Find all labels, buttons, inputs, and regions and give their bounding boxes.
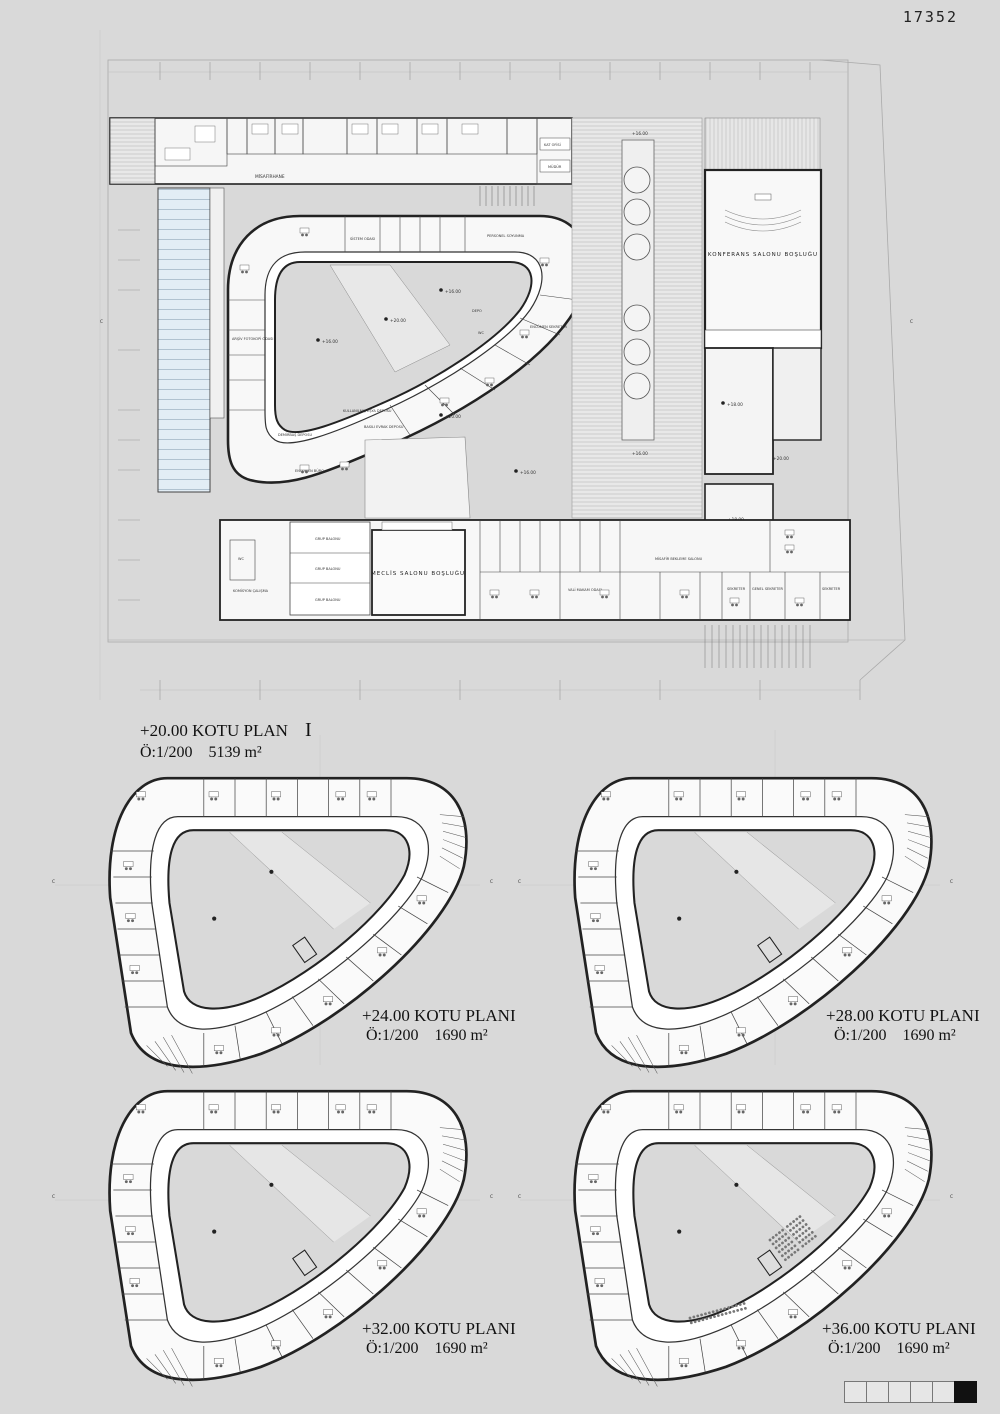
room-kat-ofisi: KAT OFİSİ bbox=[544, 142, 561, 147]
svg-text:C: C bbox=[52, 879, 55, 885]
room-sekreter: SEKRETER bbox=[727, 587, 746, 591]
level-mark-16: +16.00 bbox=[322, 339, 338, 345]
room-demirbas: DEMİRBAŞ DEPOSU bbox=[278, 432, 313, 437]
plan-28-title: +28.00 KOTU PLANI bbox=[826, 1006, 980, 1025]
room-grup-2: GRUP BALONU bbox=[315, 567, 341, 571]
level-mark-18: +18.00 bbox=[727, 402, 743, 408]
plan-title-20: +20.00 KOTU PLAN I Ö:1/200 5139 m² bbox=[140, 718, 312, 763]
room-grup-3: GRUP BALONU bbox=[315, 598, 341, 602]
plan-20-scale: Ö:1/200 bbox=[140, 744, 193, 761]
room-wc: WC bbox=[478, 331, 484, 335]
plan-28-area: 1690 m² bbox=[902, 1027, 956, 1045]
legend-cell bbox=[888, 1381, 911, 1403]
plan-24-scale: Ö:1/200 bbox=[366, 1027, 419, 1045]
room-kullanilmis: KULLANILMIŞ EŞYA DEPOSU bbox=[343, 409, 392, 413]
room-mudur: MÜDÜR bbox=[548, 164, 562, 169]
level-mark-20b: +20.00 bbox=[445, 414, 461, 420]
plan-36-scale: Ö:1/200 bbox=[828, 1340, 881, 1358]
plan-20-area: 5139 m² bbox=[208, 744, 262, 761]
room-personel: PERSONEL SOYUNMA bbox=[487, 234, 525, 238]
room-genel-sekreter: GENEL SEKRETER bbox=[752, 587, 784, 591]
svg-text:C: C bbox=[490, 879, 493, 885]
svg-text:C: C bbox=[518, 1194, 521, 1200]
svg-text:C: C bbox=[52, 1194, 55, 1200]
level-mark-16b: +16.00 bbox=[445, 289, 461, 295]
plan-36-area: 1690 m² bbox=[896, 1340, 950, 1358]
assembly-hall-label: MECLİS SALONU BOŞLUĞU bbox=[371, 570, 465, 577]
plan-20-marker: I bbox=[304, 719, 312, 741]
plan-24-title: +24.00 KOTU PLANI bbox=[362, 1006, 516, 1025]
plan-title-28: +28.00 KOTU PLANI Ö:1/200 1690 m² bbox=[826, 1005, 980, 1046]
legend-cell bbox=[932, 1381, 955, 1403]
room-misafir-bekleme: MİSAFİR BEKLEME SALONU bbox=[655, 556, 703, 561]
wing-label-misafirhane: MİSAFİRHANE bbox=[255, 173, 285, 180]
plan-24-area: 1690 m² bbox=[434, 1027, 488, 1045]
legend-cell bbox=[866, 1381, 889, 1403]
room-encumen-buro: ENCÜMEN BÜRO bbox=[295, 468, 324, 473]
level-mark-16c: +16.00 bbox=[520, 470, 536, 476]
room-komisyon: KOMİSYON ÇALIŞMA bbox=[233, 588, 269, 593]
plan-36-title: +36.00 KOTU PLANI bbox=[822, 1319, 976, 1338]
svg-text:C: C bbox=[490, 1194, 493, 1200]
level-mark-16d: +16.00 bbox=[632, 131, 648, 137]
svg-text:C: C bbox=[950, 879, 953, 885]
svg-text:C: C bbox=[100, 319, 103, 325]
main-floor-plan: C C KAT OFİSİ MÜDÜR MİSAFİRHANE bbox=[99, 30, 913, 700]
room-vali-makam: VALİ MAKAM ODASI bbox=[568, 587, 602, 592]
sheet-legend bbox=[844, 1381, 977, 1403]
level-mark-20: +20.00 bbox=[390, 318, 406, 324]
svg-text:C: C bbox=[518, 879, 521, 885]
svg-text:C: C bbox=[950, 1194, 953, 1200]
plan-32-area: 1690 m² bbox=[434, 1340, 488, 1358]
room-depo: DEPO bbox=[472, 309, 482, 313]
level-mark-16e: +16.00 bbox=[632, 451, 648, 457]
room-wc-b: WC bbox=[238, 557, 244, 561]
legend-cell bbox=[844, 1381, 867, 1403]
room-basili: BASILI EVRAK DEPOSU bbox=[364, 425, 404, 429]
plan-32-scale: Ö:1/200 bbox=[366, 1340, 419, 1358]
plan-28-scale: Ö:1/200 bbox=[834, 1027, 887, 1045]
room-grup-1: GRUP BALONU bbox=[315, 537, 341, 541]
legend-cell bbox=[910, 1381, 933, 1403]
room-encumen: ENCÜMEN SEKRETER bbox=[530, 324, 568, 329]
plan-32-title: +32.00 KOTU PLANI bbox=[362, 1319, 516, 1338]
legend-cell bbox=[954, 1381, 977, 1403]
level-mark-20c: +20.00 bbox=[773, 456, 789, 462]
plan-title-24: +24.00 KOTU PLANI Ö:1/200 1690 m² bbox=[362, 1005, 516, 1046]
sheet-number: 17352 bbox=[902, 8, 958, 26]
room-sekreter-b: SEKRETER bbox=[822, 587, 841, 591]
room-sistem: SİSTEM ODASI bbox=[350, 236, 375, 241]
room-arsiv: ARŞİV FOTOKOPİ ODASI bbox=[232, 336, 273, 341]
plan-title-36: +36.00 KOTU PLANI Ö:1/200 1690 m² bbox=[822, 1318, 976, 1359]
conference-hall-label: KONFERANS SALONU BOŞLUĞU bbox=[708, 251, 818, 258]
plan-20-title: +20.00 KOTU PLAN bbox=[140, 721, 288, 740]
plan-title-32: +32.00 KOTU PLANI Ö:1/200 1690 m² bbox=[362, 1318, 516, 1359]
svg-text:C: C bbox=[910, 319, 913, 325]
